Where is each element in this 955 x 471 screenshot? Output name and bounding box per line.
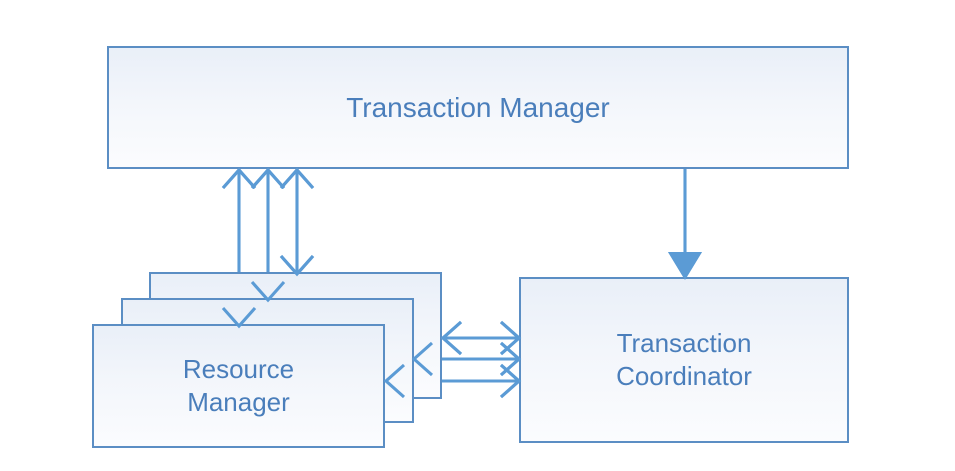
node-resource-manager[interactable]: Resource Manager: [92, 324, 385, 448]
node-resource-manager-label: Resource Manager: [182, 353, 295, 417]
node-transaction-manager-label: Transaction Manager: [346, 91, 610, 123]
node-transaction-coordinator[interactable]: Transaction Coordinator: [519, 277, 849, 443]
edge-rm-back-to-tc: [440, 320, 522, 356]
node-transaction-coordinator-label: Transaction Coordinator: [616, 327, 752, 391]
edge-heads-at-transaction-manager: [221, 167, 315, 190]
edge-tm-to-rm-back: [279, 167, 315, 277]
node-transaction-manager[interactable]: Transaction Manager: [107, 46, 849, 169]
edge-tm-to-tc: [668, 168, 702, 280]
